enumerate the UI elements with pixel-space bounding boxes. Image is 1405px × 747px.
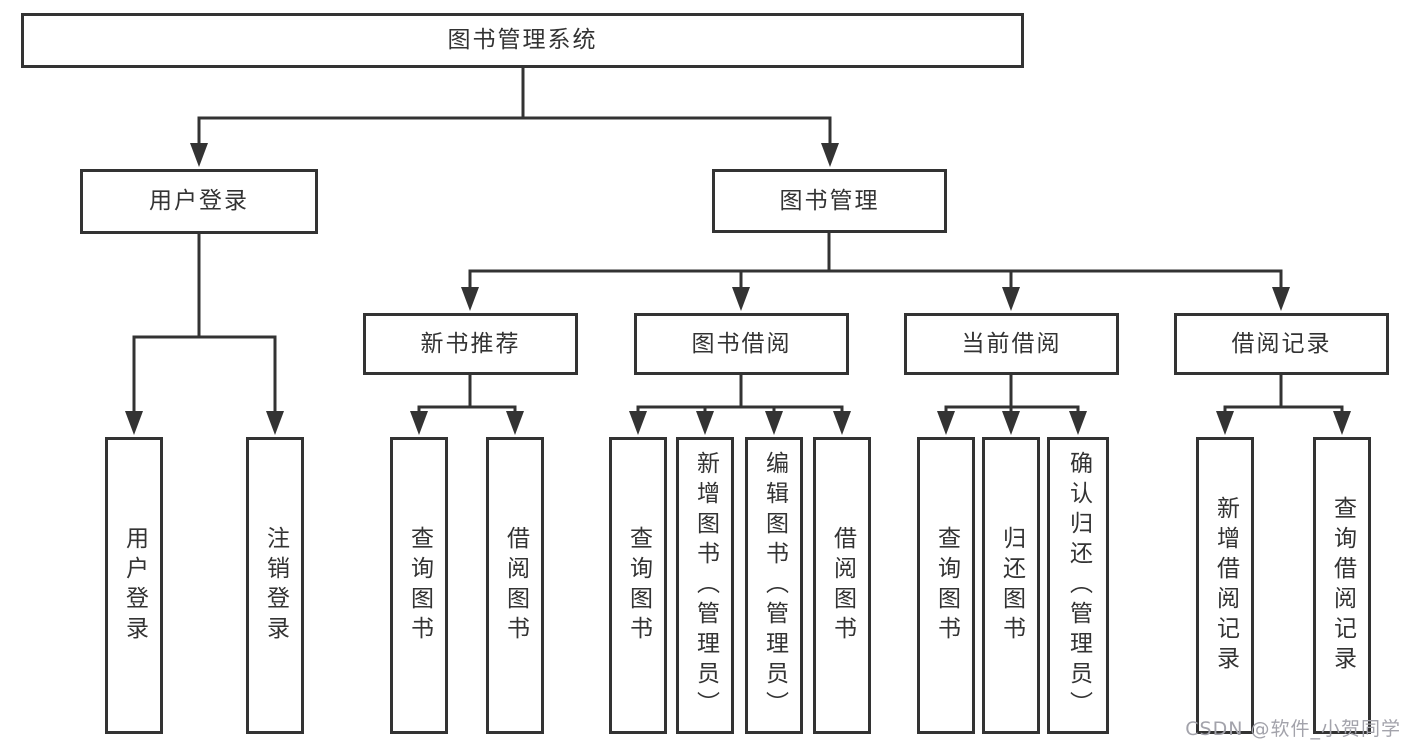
arrowhead-icon	[1272, 287, 1290, 311]
node-label: 图书管理系统	[447, 27, 598, 53]
leaf-return-books: 归还图书	[982, 437, 1040, 734]
node-label: 图书借阅	[691, 330, 792, 357]
node-library-management-system: 图书管理系统	[21, 13, 1024, 68]
connector-book-management	[468, 231, 1283, 292]
node-label: 新增借阅记录	[1212, 495, 1239, 676]
node-label: 注销登录	[262, 525, 289, 646]
node-label: 确认归还（管理员）	[1065, 450, 1092, 721]
leaf-borrow-books: 借阅图书	[813, 437, 871, 734]
node-label: 借阅图书	[502, 525, 529, 646]
node-label: 查询借阅记录	[1329, 495, 1356, 676]
node-label: 查询图书	[625, 525, 652, 646]
leaf-borrow-query-books: 查询图书	[609, 437, 667, 734]
node-label: 当前借阅	[961, 330, 1062, 357]
node-borrow-records: 借阅记录	[1174, 313, 1389, 375]
node-label: 借阅图书	[829, 525, 856, 646]
arrowhead-icon	[833, 411, 851, 435]
csdn-watermark: CSDN @软件_小贺同学	[1185, 718, 1401, 740]
connector-current-borrow	[944, 373, 1080, 416]
node-label: 新增图书（管理员）	[692, 450, 719, 721]
node-label: 新书推荐	[420, 330, 521, 357]
node-label: 用户登录	[121, 525, 148, 646]
arrowhead-icon	[1002, 287, 1020, 311]
arrowhead-icon	[696, 411, 714, 435]
arrowhead-icon	[821, 143, 839, 167]
leaf-recommend-query-books: 查询图书	[390, 437, 448, 734]
node-label: 归还图书	[998, 525, 1025, 646]
leaf-confirm-return-admin: 确认归还（管理员）	[1047, 437, 1109, 734]
arrowhead-icon	[125, 411, 143, 435]
node-new-book-recommend: 新书推荐	[363, 313, 578, 375]
node-label: 用户登录	[149, 188, 249, 214]
leaf-current-query-books: 查询图书	[917, 437, 975, 734]
arrowhead-icon	[937, 411, 955, 435]
leaf-recommend-borrow-books: 借阅图书	[486, 437, 544, 734]
arrowhead-icon	[1333, 411, 1351, 435]
arrowhead-icon	[461, 287, 479, 311]
connector-user-login	[132, 232, 277, 416]
leaf-logout: 注销登录	[246, 437, 304, 734]
node-label: 借阅记录	[1231, 330, 1332, 357]
node-current-borrow: 当前借阅	[904, 313, 1119, 375]
arrowhead-icon	[765, 411, 783, 435]
node-book-borrow: 图书借阅	[634, 313, 849, 375]
connector-borrow-records	[1223, 373, 1344, 416]
arrowhead-icon	[1069, 411, 1087, 435]
node-label: 编辑图书（管理员）	[761, 450, 788, 721]
node-label: 查询图书	[406, 525, 433, 646]
leaf-user-login: 用户登录	[105, 437, 163, 734]
leaf-query-borrow-record: 查询借阅记录	[1313, 437, 1371, 734]
leaf-edit-books-admin: 编辑图书（管理员）	[745, 437, 803, 734]
connector-book-borrow	[636, 373, 844, 416]
arrowhead-icon	[506, 411, 524, 435]
connector-new-book-recommend	[417, 373, 517, 416]
arrowhead-icon	[1216, 411, 1234, 435]
node-label: 图书管理	[779, 187, 880, 214]
arrowhead-icon	[629, 411, 647, 435]
leaf-add-books-admin: 新增图书（管理员）	[676, 437, 734, 734]
leaf-add-borrow-record: 新增借阅记录	[1196, 437, 1254, 734]
connector-root	[197, 66, 832, 148]
arrowhead-icon	[410, 411, 428, 435]
arrowhead-icon	[732, 287, 750, 311]
node-label: 查询图书	[933, 525, 960, 646]
node-user-login: 用户登录	[80, 169, 318, 234]
arrowhead-icon	[1002, 411, 1020, 435]
node-book-management: 图书管理	[712, 169, 947, 233]
arrowhead-icon	[190, 143, 208, 167]
arrowhead-icon	[266, 411, 284, 435]
